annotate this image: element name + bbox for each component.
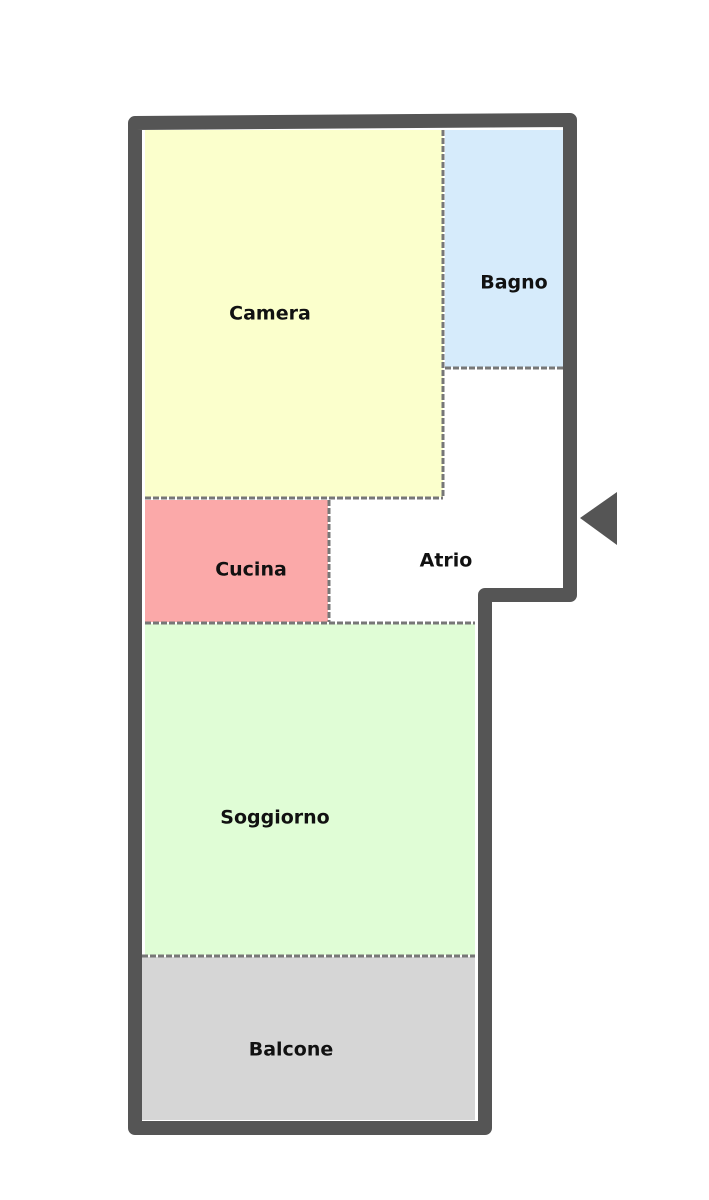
label-atrio: Atrio [420, 550, 473, 572]
interior-walls [142, 130, 563, 958]
room-balcone[interactable] [140, 957, 475, 1120]
room-bagno[interactable] [445, 130, 563, 367]
label-camera: Camera [229, 303, 311, 325]
label-cucina: Cucina [215, 559, 287, 581]
label-balcone: Balcone [249, 1039, 334, 1061]
label-bagno: Bagno [480, 272, 547, 294]
exterior-wall [128, 113, 577, 1135]
entrance-arrow-icon [580, 492, 617, 545]
room-cucina[interactable] [145, 500, 328, 622]
room-camera[interactable] [145, 130, 443, 497]
room-soggiorno[interactable] [145, 624, 475, 955]
label-soggiorno: Soggiorno [220, 807, 329, 829]
